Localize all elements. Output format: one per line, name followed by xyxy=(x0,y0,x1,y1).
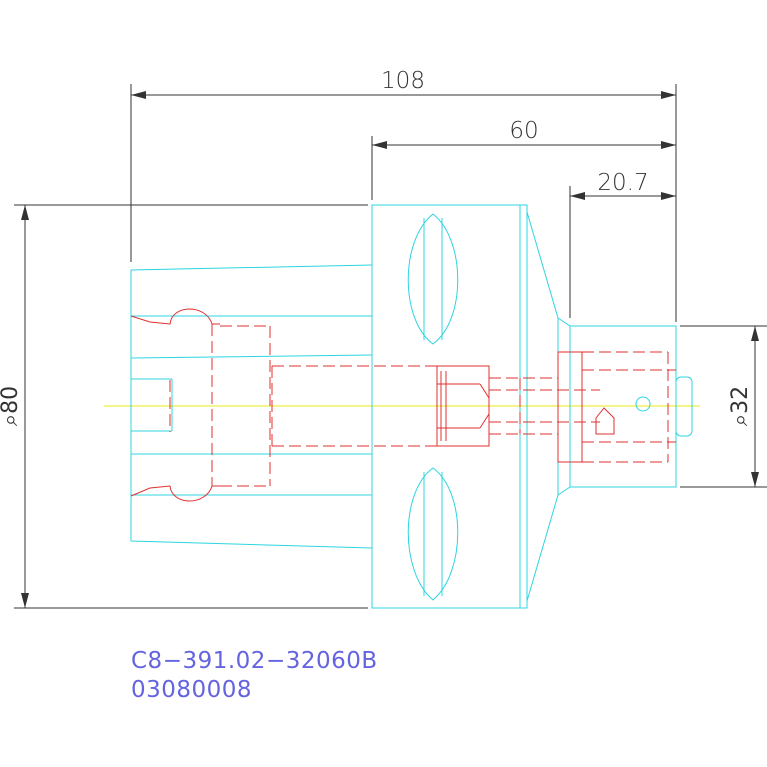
hidden-features xyxy=(130,308,676,502)
dimension-label-108: 108 xyxy=(381,68,425,94)
item-code: 03080008 xyxy=(131,677,252,703)
dimension-label-20-7: 20.7 xyxy=(597,170,648,196)
tapered-nose xyxy=(130,264,373,549)
dimension-label-d32: ⌕32 xyxy=(728,386,753,426)
dimension-overall-length: 108 xyxy=(130,68,677,322)
dimension-shank-diameter: ⌕32 xyxy=(680,325,767,488)
dimension-label-60: 60 xyxy=(509,118,538,144)
dimension-shank-length: 20.7 xyxy=(569,170,676,318)
dimension-body-diameter: ⌕80 xyxy=(0,204,368,609)
dimension-flange-to-end: 60 xyxy=(371,118,676,200)
shank xyxy=(569,325,693,488)
dimension-label-d80: ⌕80 xyxy=(0,386,23,426)
part-number: C8−391.02−32060B xyxy=(131,648,378,674)
